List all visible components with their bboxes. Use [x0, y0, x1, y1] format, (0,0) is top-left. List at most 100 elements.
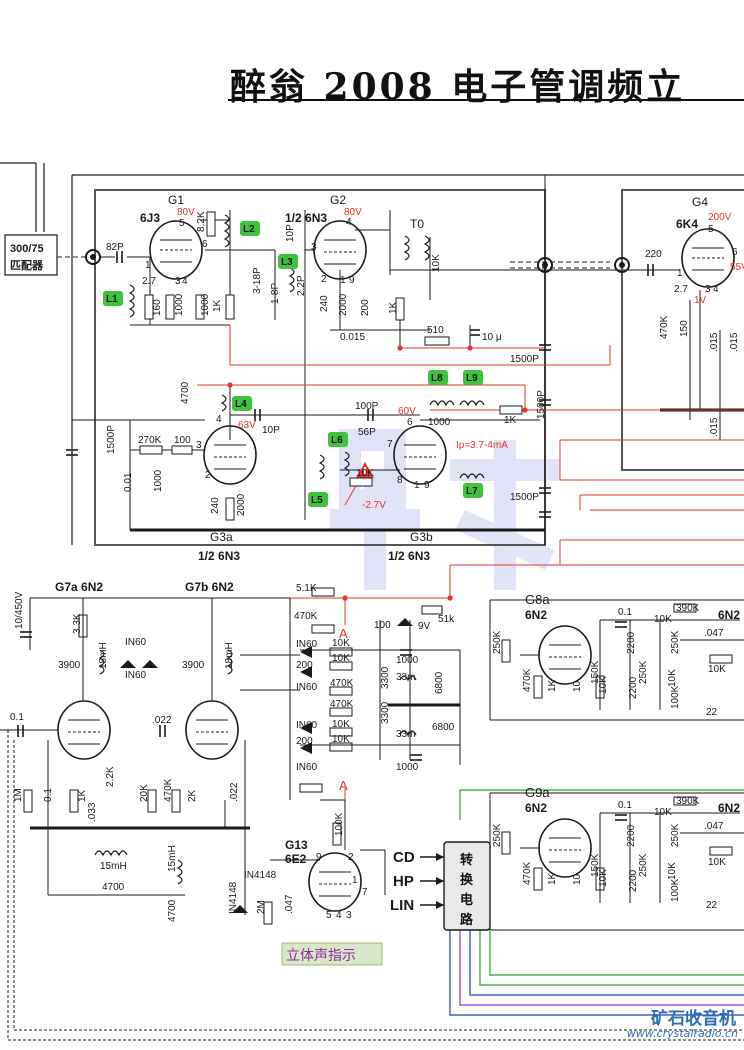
v-0-1-b: 0.1 [43, 788, 54, 802]
pin-g3b-1: 1 [414, 480, 420, 491]
v-470k-d: 470K [163, 778, 174, 802]
colored-output-lines [449, 789, 744, 1016]
g2-name: G2 [330, 193, 346, 207]
coil-tags [103, 221, 483, 507]
tube-g4 [681, 228, 735, 288]
v-1k-g2: 1K [388, 301, 399, 314]
tube-g8a [538, 625, 592, 685]
switch-char-1: 换 [460, 872, 474, 887]
tube-g7a [57, 700, 111, 760]
audio-dashed [7, 730, 744, 1041]
v-in60-2: IN60 [296, 682, 318, 693]
v-2-2k: 2.2K [105, 766, 116, 787]
v-1k-dec: 1K [77, 789, 88, 802]
v-015-c: .015 [709, 417, 720, 437]
v-3900-a: 3900 [58, 660, 81, 671]
amp-10: 10 [572, 680, 583, 692]
amp-1k: 1K [547, 679, 558, 692]
pin-g3a-4: 4 [216, 414, 222, 425]
amp2-1k: 1K [547, 872, 558, 885]
v-2-2p: 2.2P [296, 275, 307, 296]
amp-250k-b: 250K [638, 660, 649, 684]
g-right-1: 6N2 [718, 608, 740, 622]
v-3-18p: 3-18P [252, 267, 263, 294]
g4-type: 6K4 [676, 217, 698, 231]
pin-g4-2-7: 2.7 [674, 284, 688, 295]
v-200-a: 200 [296, 660, 313, 671]
volt-g3a: 63V [238, 420, 256, 431]
v-10k-a: 10K [332, 638, 350, 649]
amp-250k-tone: 250K [670, 630, 681, 654]
io-arrowheads [436, 853, 444, 909]
v-10k-osc: 10K [356, 468, 374, 479]
v-022-b: .022 [229, 782, 240, 802]
volt-g4c: 1V [694, 295, 707, 306]
g-right-2: 6N2 [718, 801, 740, 815]
switch-circuit-box [443, 841, 491, 931]
v-015-a: .015 [709, 332, 720, 352]
amp2-10k-top: 10K [654, 807, 672, 818]
io-cd: CD [393, 849, 415, 866]
v-2000-osc: 2000 [236, 493, 247, 516]
coil-l9: L9 [466, 373, 478, 384]
pin-g4-5: 5 [708, 224, 714, 235]
v-in60-5: IN60 [125, 637, 147, 648]
v-033: .033 [87, 802, 98, 822]
v-2000-g2: 2000 [338, 293, 349, 316]
v-82p: 82P [106, 242, 124, 253]
switch-text: 转 换 电 路 [460, 852, 474, 927]
v-470k-a: 470K [294, 611, 318, 622]
v-10-450v: 10/450V [14, 591, 25, 629]
coil-l2: L2 [243, 224, 255, 235]
amp-047: .047 [704, 628, 724, 639]
v-220: 220 [645, 249, 662, 260]
amp2-250k-b: 250K [638, 853, 649, 877]
coil-l3: L3 [281, 257, 293, 268]
v-3300-b: 3300 [380, 701, 391, 724]
balun-label-2: 匹配器 [10, 258, 44, 272]
v-047-g13: .047 [284, 894, 295, 914]
volt-g1: 80V [177, 207, 195, 218]
v-8-2k: 8.2K [196, 211, 207, 232]
v-5-1k: 5.1K [296, 583, 317, 594]
g8a-type: 6N2 [525, 608, 547, 622]
pin-g2-9: 9 [349, 275, 355, 286]
v-15mh-b: 15mH [167, 845, 178, 872]
coil-l6: L6 [331, 435, 343, 446]
v-in4148-a: IN4148 [244, 870, 277, 881]
v-1000-a: 1000 [396, 655, 419, 666]
v-2k: 2K [187, 789, 198, 802]
v-0-1-a: 0.1 [10, 712, 24, 723]
amp2-250k-in: 250K [492, 823, 503, 847]
volt-g3b: 60V [398, 406, 416, 417]
pin-g3b-7: 7 [387, 439, 393, 450]
g2-type: 1/2 6N3 [285, 211, 327, 225]
amp-10k-b: 10K [708, 664, 726, 675]
coax-jacks [537, 257, 630, 273]
v-56p: 56P [358, 427, 376, 438]
volt-g4b: 55V [730, 262, 744, 273]
amp-150k: 150K [590, 660, 601, 684]
v-1000-l8: 1000 [428, 417, 451, 428]
v-15mh-a: 15mH [100, 861, 127, 872]
coil-l1: L1 [106, 294, 118, 305]
switch-char-0: 转 [460, 852, 473, 867]
pin-g4-1: 1 [677, 268, 683, 279]
g3b-type: 1/2 6N3 [388, 549, 430, 563]
volt-neg: -2.7V [362, 500, 386, 511]
v-10k-d: 10K [332, 734, 350, 745]
v-4700-a: 4700 [102, 882, 125, 893]
amp-470k: 470K [522, 668, 533, 692]
amp2-2200-b: 2200 [628, 869, 639, 892]
pin-g3b-8: 8 [397, 475, 403, 486]
amp2-22: 22 [706, 900, 718, 911]
v-1500p-c: 1500P [536, 390, 547, 419]
pin-g13-1: 1 [352, 875, 358, 886]
watermark-url: www.crystalradio.cn [626, 1027, 738, 1040]
amp2-390k: 390K [676, 796, 700, 807]
coax-lines [510, 261, 610, 269]
amp2-10: 10 [572, 873, 583, 885]
pin-g4-3: 3 [705, 284, 711, 295]
v-1000a: 1000 [174, 293, 185, 316]
